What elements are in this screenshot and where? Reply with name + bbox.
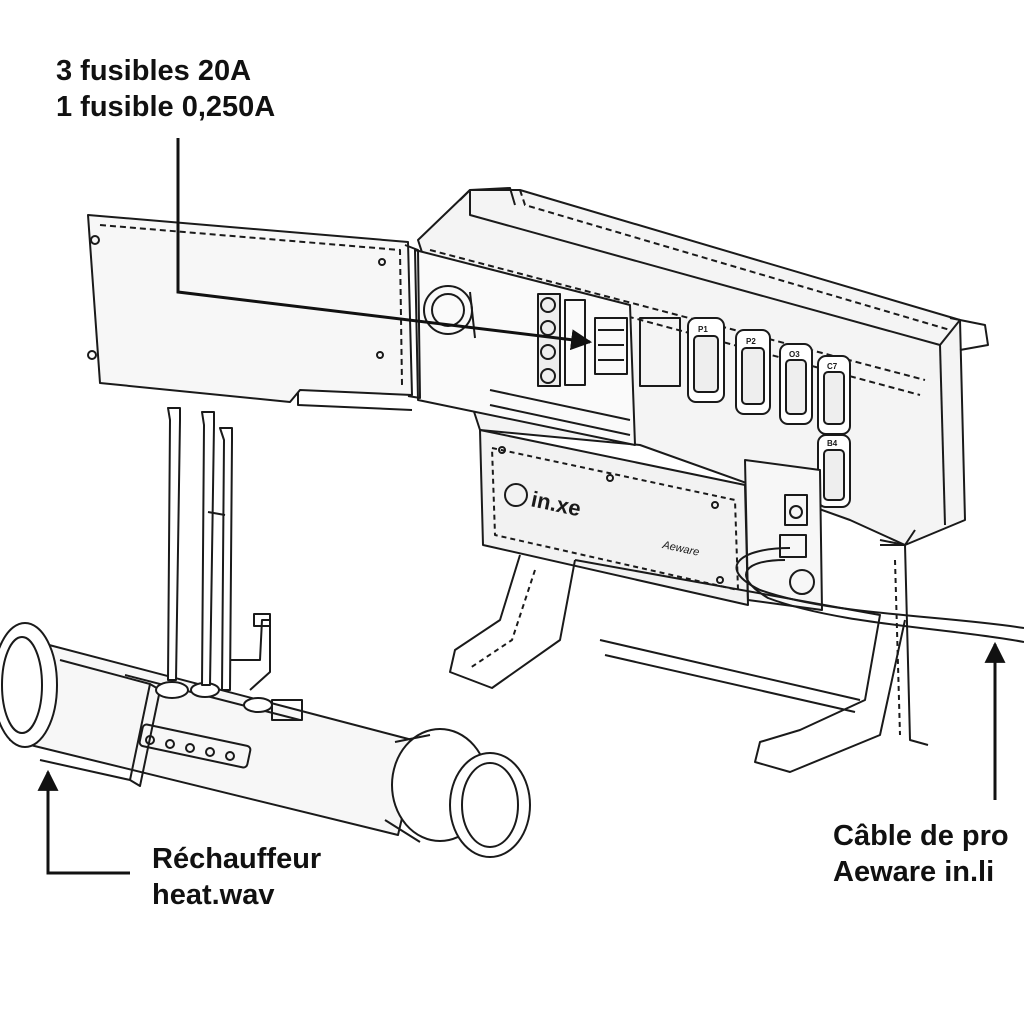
heater-terminals [167, 407, 271, 691]
fuses-label-line2: 1 fusible 0,250A [56, 91, 276, 123]
heater-callout-arrow [37, 769, 130, 875]
relay-label-p1: P1 [698, 325, 708, 334]
cable-port-module [744, 459, 823, 611]
communication-cable [735, 547, 1024, 629]
cable-label: Câble de pro Aeware in.li [833, 818, 1009, 890]
heater-assembly [0, 622, 531, 858]
fuses-label-line1: 3 fusibles 20A [56, 55, 252, 87]
relay-sockets [639, 317, 851, 508]
heater-label: Réchauffeur heat.wav [152, 841, 321, 913]
front-panel [479, 429, 749, 606]
relay-label-c7: C7 [827, 362, 838, 371]
relay-label-p2: P2 [746, 337, 756, 346]
heater-label-line2: heat.wav [152, 879, 275, 911]
mounting-bracket [449, 539, 929, 773]
fuses-label: 3 fusibles 20A 1 fusible 0,250A [56, 53, 275, 125]
heater-label-line1: Réchauffeur [152, 843, 322, 875]
cable-label-line1: Câble de pro [833, 820, 1009, 852]
fuse-compartment [414, 249, 636, 446]
relay-label-o3: O3 [789, 350, 800, 359]
cable-label-line2: Aeware in.li [833, 856, 995, 888]
fuses-callout-arrow [176, 138, 593, 351]
relay-label-b4: B4 [827, 439, 838, 448]
fuse-cover-lid [87, 214, 421, 411]
